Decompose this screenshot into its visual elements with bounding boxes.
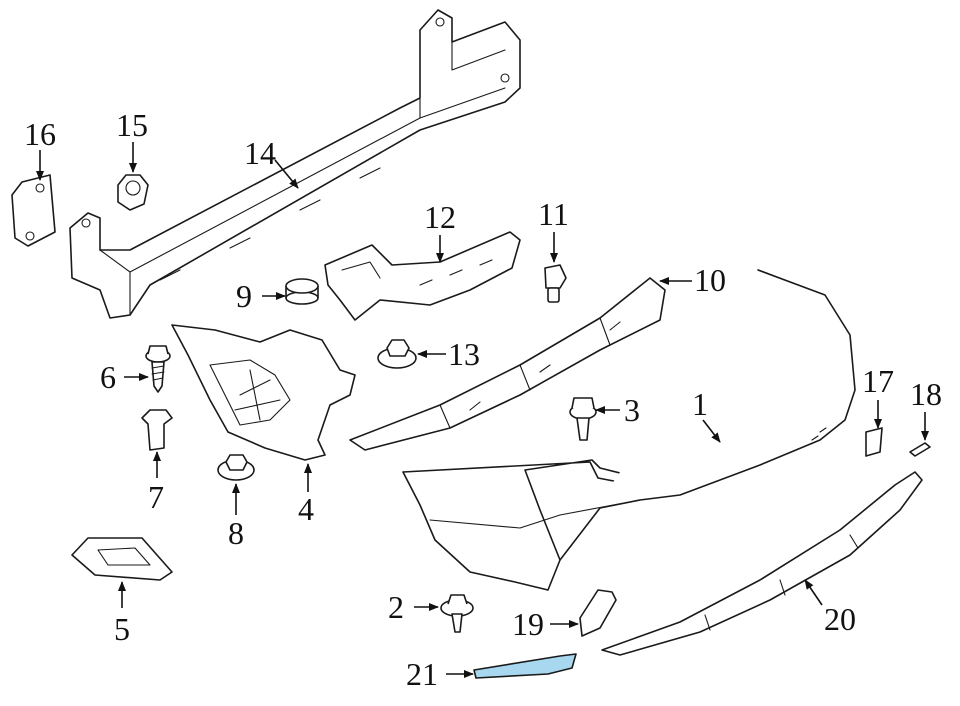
- callout-21: 21: [406, 656, 438, 692]
- part-18-trim-piece: [909, 442, 931, 457]
- callout-13: 13: [448, 336, 480, 372]
- part-5-reflector-housing: [71, 537, 173, 581]
- callout-19: 19: [512, 606, 544, 642]
- callout-4: 4: [298, 491, 314, 527]
- part-2-bolt: [440, 594, 474, 633]
- callout-5: 5: [114, 611, 130, 647]
- part-15-flange-nut: [117, 174, 149, 211]
- part-9-grommet: [285, 278, 319, 305]
- callout-9: 9: [236, 278, 252, 314]
- callout-1: 1: [692, 386, 708, 422]
- callout-14: 14: [244, 135, 276, 171]
- callout-17: 17: [862, 363, 894, 399]
- part-3-bolt: [569, 397, 597, 441]
- callout-18: 18: [910, 376, 942, 412]
- part-17-reflector: [865, 427, 883, 457]
- callout-11: 11: [538, 196, 569, 232]
- part-13-flange-nut: [377, 339, 417, 369]
- callout-3: 3: [624, 392, 640, 428]
- callout-10: 10: [694, 262, 726, 298]
- callout-2: 2: [388, 589, 404, 625]
- part-7-clip-nut: [141, 409, 173, 451]
- part-8-flange-nut: [217, 454, 255, 481]
- part-20-lower-diffuser: [601, 471, 923, 656]
- part-4-corner-bracket: [171, 324, 356, 461]
- part-1-bumper-cover: [402, 269, 856, 591]
- part-12-side-bracket: [324, 231, 521, 321]
- callout-labels: 16 15 14 12 11 9 10 13 6 3 1 17 18 7 4 8…: [24, 107, 942, 692]
- part-14-reinforcement-bar: [69, 9, 521, 319]
- part-16-bracket-plate: [11, 174, 56, 247]
- part-6-bolt: [145, 345, 171, 393]
- callout-20: 20: [824, 601, 856, 637]
- part-10-energy-absorber: [349, 277, 666, 451]
- part-11-clip: [544, 264, 567, 303]
- callout-7: 7: [148, 479, 164, 515]
- callout-12: 12: [424, 199, 456, 235]
- part-21-trim-strip-highlighted: [473, 653, 577, 679]
- leader-lines: [36, 142, 929, 678]
- callout-8: 8: [228, 515, 244, 551]
- callout-15: 15: [116, 107, 148, 143]
- callout-6: 6: [100, 359, 116, 395]
- part-19-bracket: [579, 589, 617, 637]
- callout-16: 16: [24, 116, 56, 152]
